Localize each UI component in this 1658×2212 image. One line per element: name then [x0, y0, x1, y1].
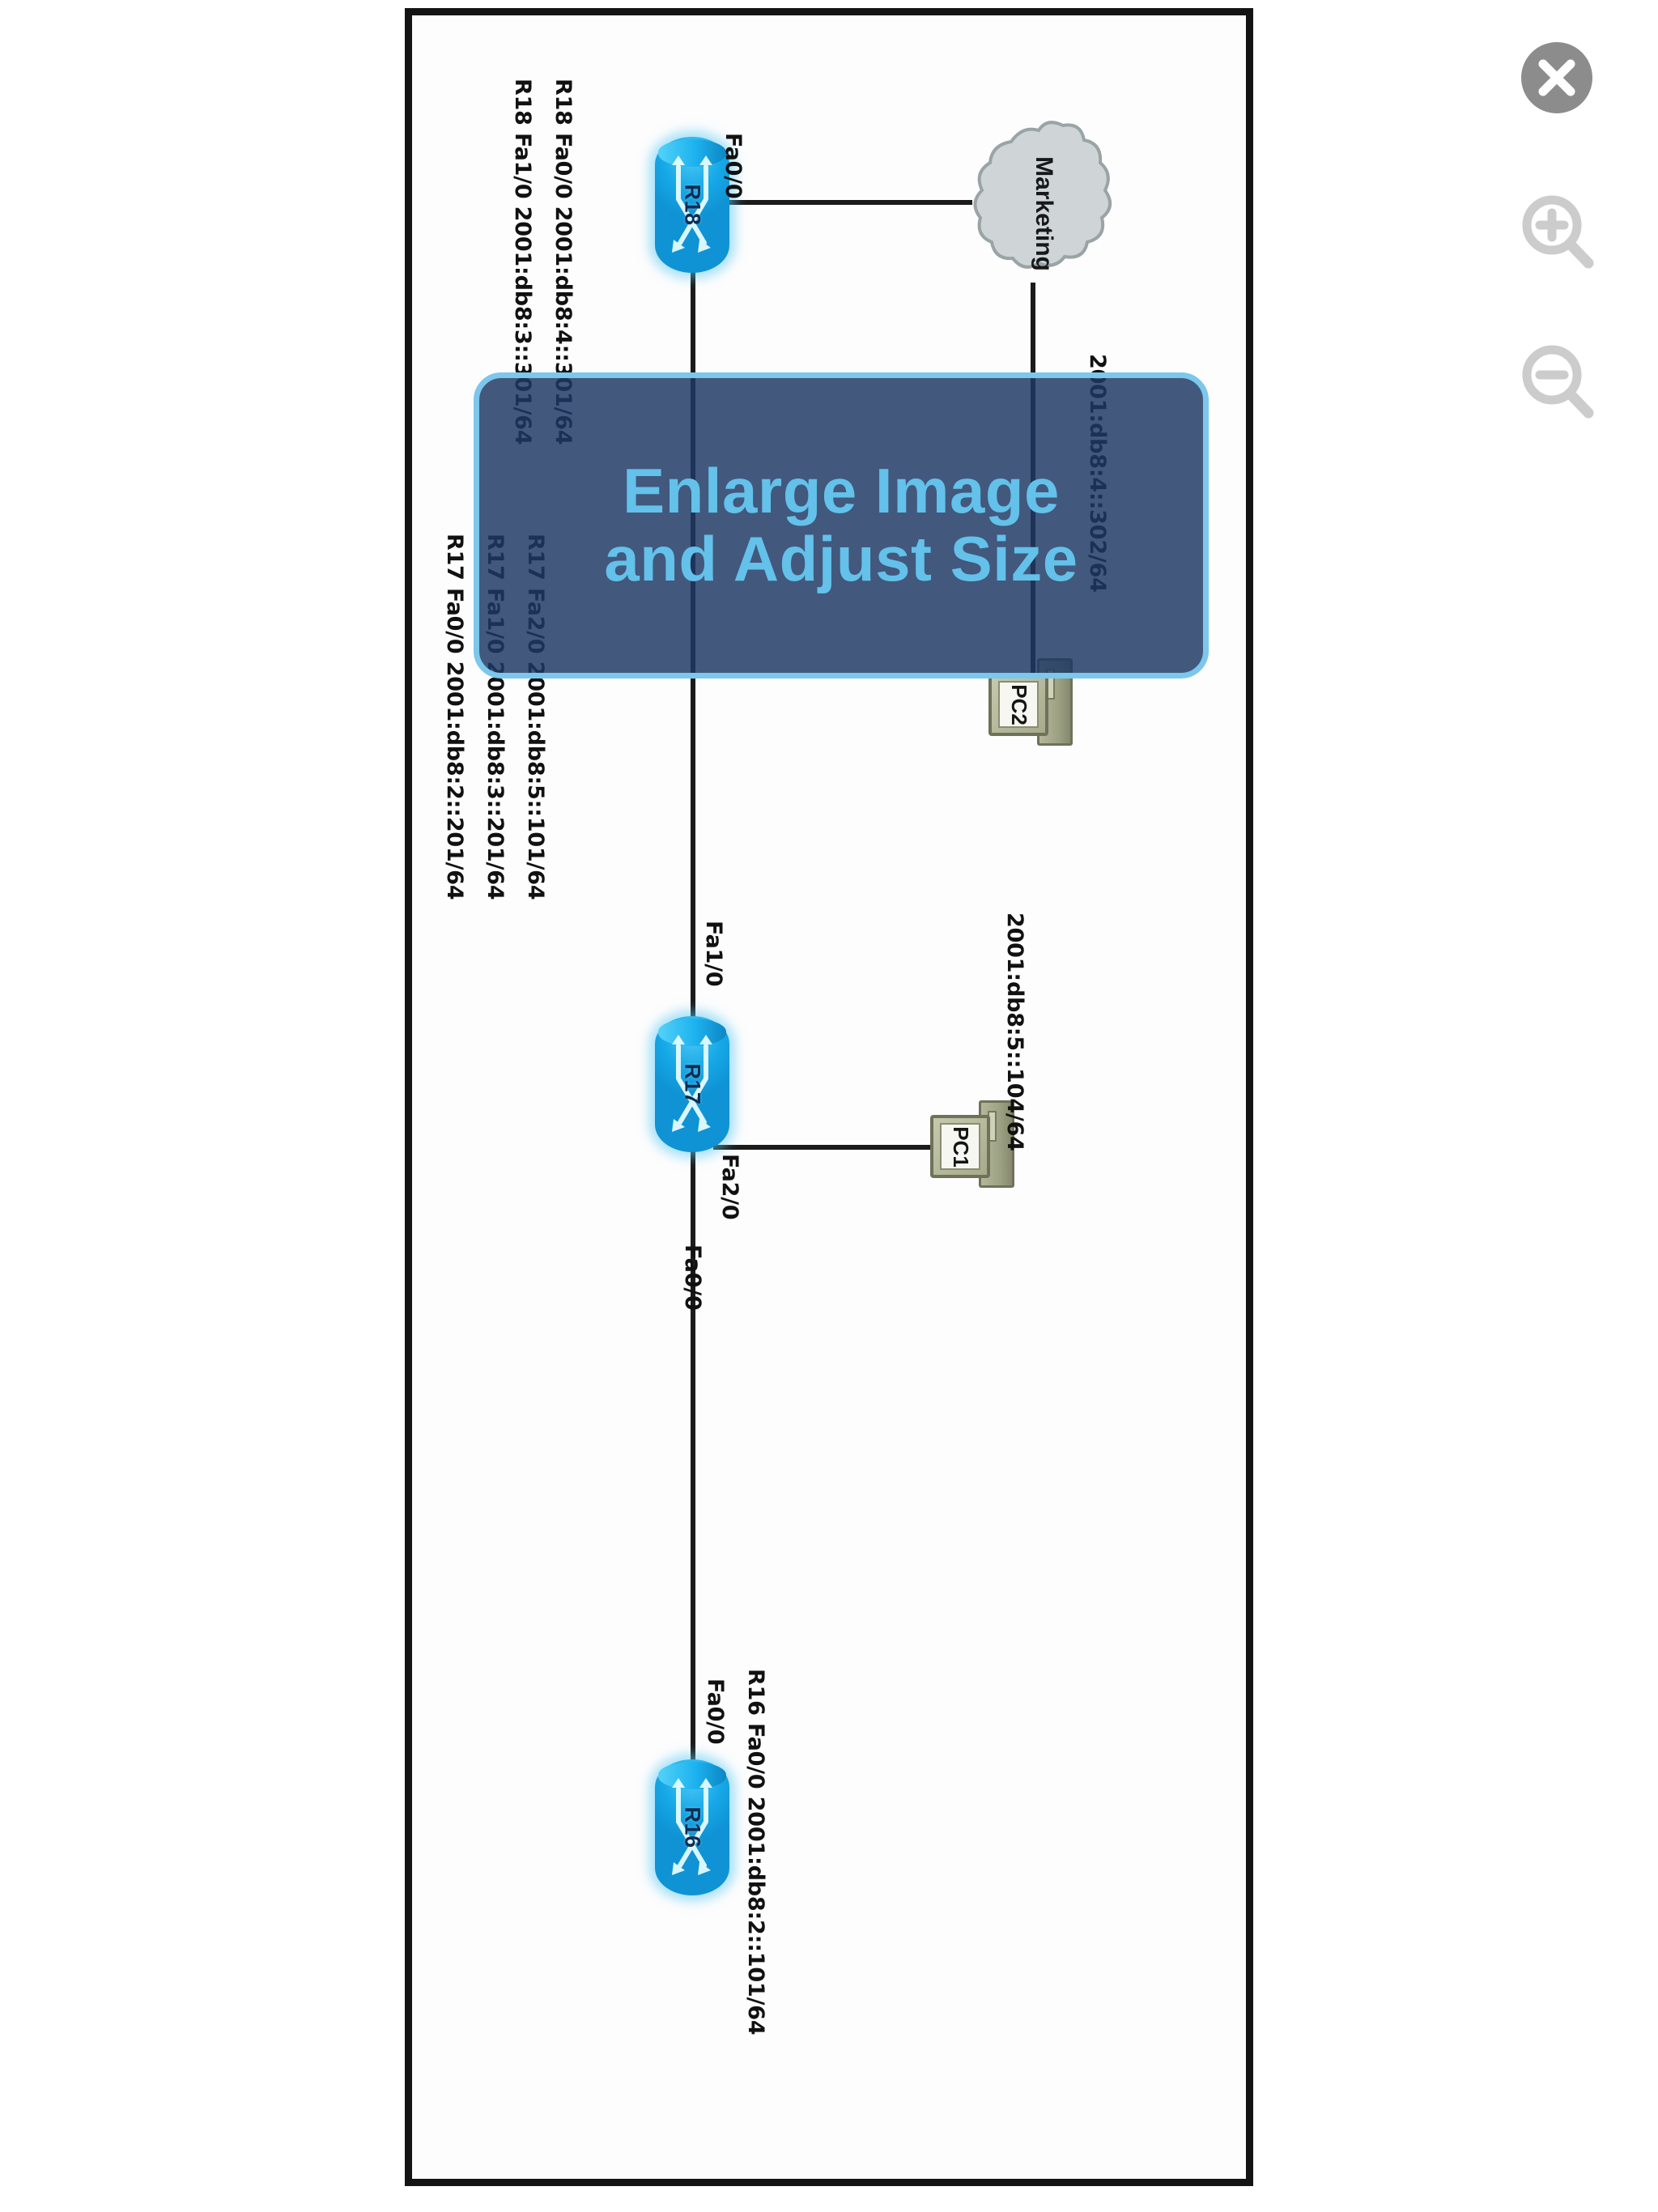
interface-label-r17-fa2-0: Fa2/0	[717, 1154, 742, 1220]
host-pc1-label: PC1	[948, 1125, 973, 1168]
hint-line-2: and Adjust Size	[604, 523, 1078, 594]
router-r16[interactable]: R16	[655, 1759, 729, 1895]
interface-label-r18-fa0-0: Fa0/0	[721, 133, 746, 199]
address-label-pc1: 2001:db8:5::104/64	[1002, 912, 1027, 1151]
zoom-out-button[interactable]	[1511, 336, 1602, 427]
close-icon	[1521, 42, 1592, 113]
router-arrows-icon	[655, 137, 729, 273]
router-r18-label: R18	[680, 184, 705, 226]
pc-monitor-icon: PC1	[930, 1115, 990, 1178]
network-topology-diagram: R18	[412, 15, 1246, 2179]
router-r17-label: R17	[680, 1063, 705, 1105]
close-button[interactable]	[1511, 32, 1602, 123]
link-r18-marketing	[729, 200, 972, 205]
interface-label-r17-fa1-0: Fa1/0	[701, 921, 726, 987]
cloud-icon	[973, 121, 1112, 269]
link-r17-pc1	[713, 1145, 940, 1150]
router-r16-label: R16	[680, 1806, 705, 1848]
image-frame[interactable]: R18	[405, 8, 1253, 2186]
cloud-marketing[interactable]: Marketing	[963, 121, 1124, 307]
hint-line-1: Enlarge Image	[623, 455, 1060, 527]
router-arrows-icon	[655, 1759, 729, 1895]
interface-label-r16-fa0-0: Fa0/0	[703, 1678, 728, 1745]
viewer-controls	[1456, 0, 1658, 2212]
address-label-r17-fa0-0: R17 Fa0/0 2001:db8:2::201/64	[442, 534, 467, 900]
cloud-marketing-label: Marketing	[1031, 156, 1057, 271]
link-r18-r17-r16-trunk	[691, 202, 695, 1764]
pc-monitor-icon: PC2	[988, 673, 1048, 736]
enlarge-image-hint-overlay[interactable]: Enlarge Image and Adjust Size	[474, 372, 1209, 678]
router-r17[interactable]: R17	[655, 1016, 729, 1152]
address-label-r16-fa0-0: R16 Fa0/0 2001:db8:2::101/64	[743, 1669, 768, 2035]
host-pc2-label: PC2	[1006, 683, 1031, 725]
interface-label-r17-fa0-0: Fa0/0	[680, 1244, 705, 1311]
magnifier-plus-icon	[1522, 195, 1594, 269]
magnifier-minus-icon	[1522, 345, 1594, 419]
host-pc1[interactable]: PC1	[930, 1097, 1014, 1193]
router-arrows-icon	[655, 1016, 729, 1152]
zoom-in-button[interactable]	[1511, 186, 1602, 277]
router-r18[interactable]: R18	[655, 137, 729, 273]
